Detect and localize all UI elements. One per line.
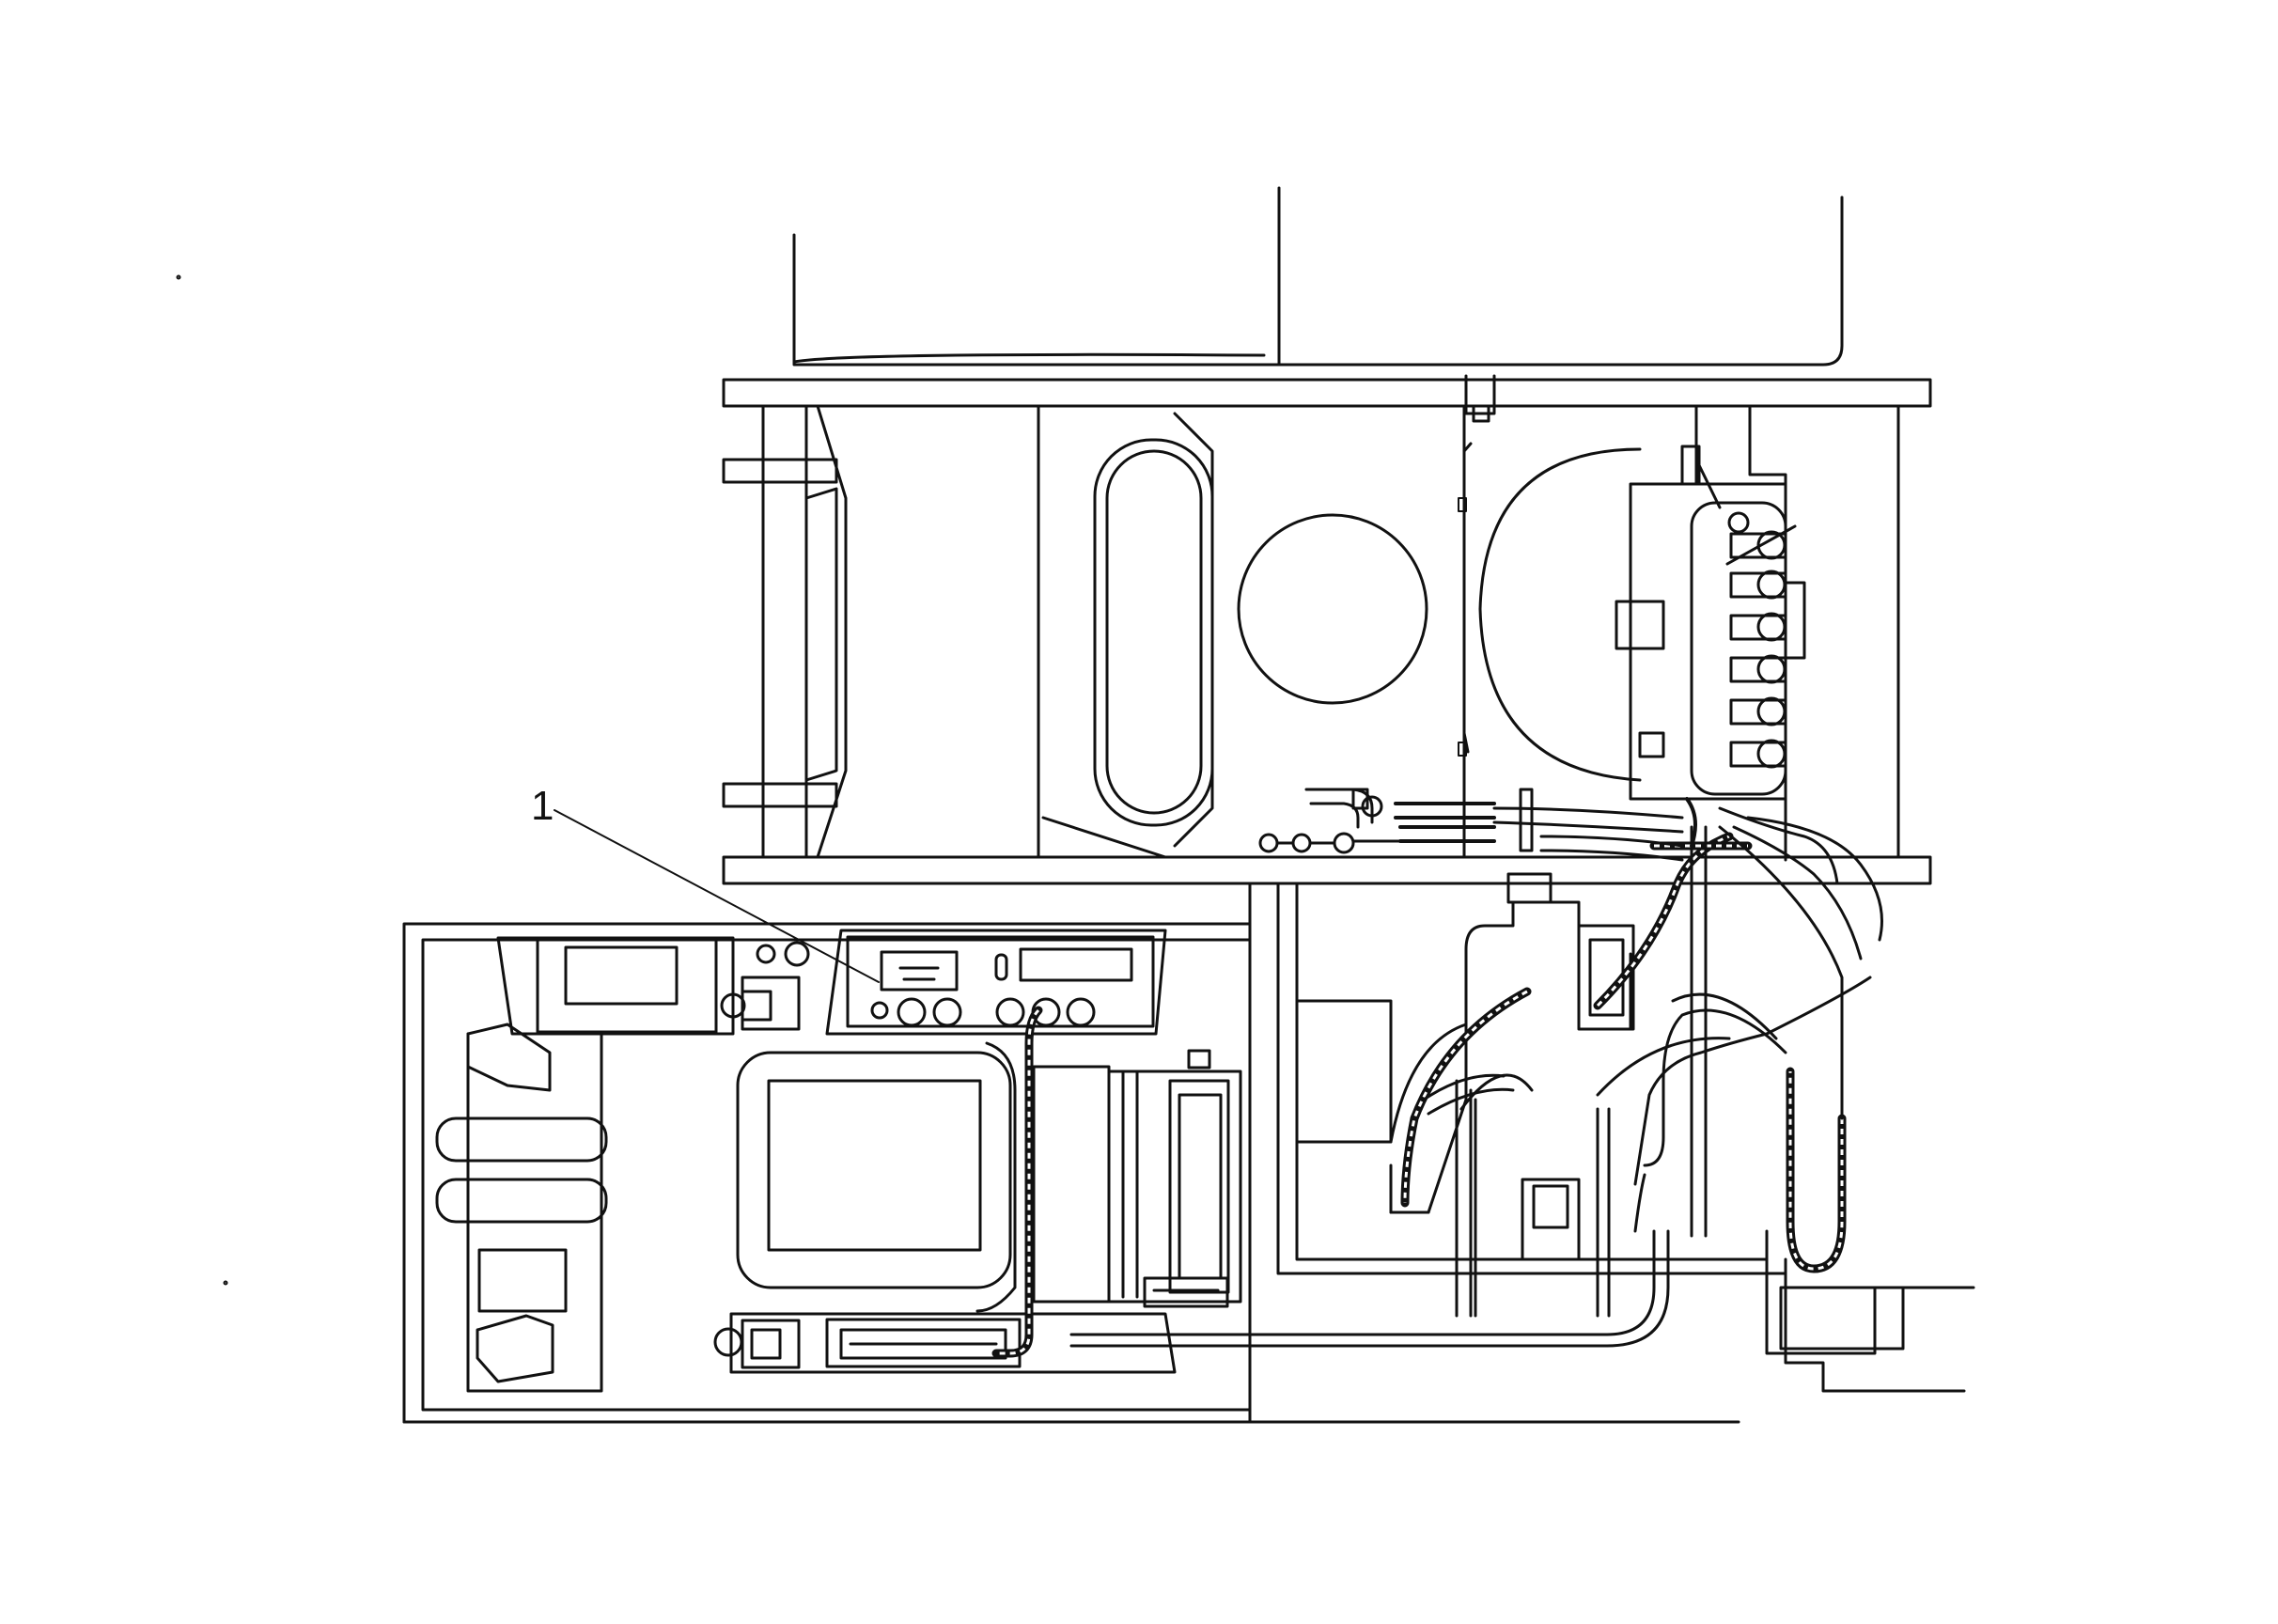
upper-frame — [722, 186, 1932, 885]
panel-indicator-box — [880, 950, 959, 992]
hydraulic-hoses — [991, 797, 1883, 1358]
callout-leader-line — [554, 809, 880, 983]
panel-knob-1 — [897, 997, 927, 1027]
panel-display — [1019, 947, 1133, 982]
panel-knob-3 — [995, 997, 1025, 1027]
control-valve-bank — [1615, 404, 1900, 862]
panel-knob-2 — [932, 997, 962, 1027]
frame-circle — [1237, 513, 1428, 705]
left-display — [564, 945, 679, 1006]
left-armrest — [435, 1023, 608, 1393]
left-console — [496, 936, 810, 1036]
callout-label: 1 — [531, 783, 554, 829]
callout-1: 1 — [531, 783, 880, 983]
operator-seat — [736, 1041, 1242, 1313]
boom-cylinders — [1258, 788, 1684, 862]
bottom-console — [713, 1229, 1670, 1374]
frame-openings — [1041, 412, 1642, 859]
engine-compartment — [1295, 872, 1975, 1393]
panel-knob-5 — [1066, 997, 1096, 1027]
